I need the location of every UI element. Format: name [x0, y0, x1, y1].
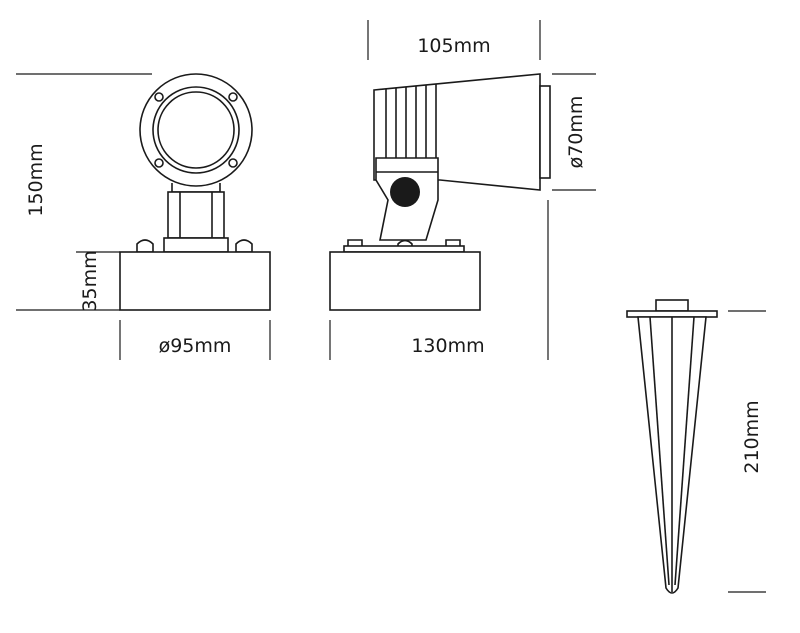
front-view: [119, 73, 271, 311]
label-head-diameter: ø70mm: [565, 96, 587, 169]
front-bolt-left: [136, 239, 154, 253]
spike-nut: [655, 299, 689, 312]
front-screw-bottom-right: [228, 158, 238, 168]
label-base-diameter: ø95mm: [159, 335, 232, 357]
side-base: [329, 251, 481, 311]
spike-fin-right: [674, 316, 695, 586]
side-view: [329, 73, 551, 311]
side-pivot-knob: [390, 177, 420, 207]
side-lens-cap: [539, 85, 551, 179]
spike-plate: [626, 310, 718, 318]
label-base-height: 35mm: [79, 250, 101, 311]
front-head-lens: [157, 91, 235, 169]
label-overall-height: 150mm: [25, 143, 47, 216]
dimension-lines: [16, 20, 766, 593]
label-head-length: 105mm: [417, 35, 490, 57]
front-screw-top-left: [154, 92, 164, 102]
label-spike-length: 210mm: [741, 400, 763, 473]
ground-spike: [626, 299, 718, 594]
front-head-outer-ring: [139, 73, 253, 187]
front-stem: [167, 191, 225, 239]
side-base-plate: [343, 245, 465, 253]
front-head-lens-ring: [152, 86, 240, 174]
spike-fin-left: [649, 316, 670, 586]
front-screw-bottom-left: [154, 158, 164, 168]
label-total-length: 130mm: [411, 335, 484, 357]
front-base: [119, 251, 271, 311]
front-stem-foot: [163, 237, 229, 253]
front-bolt-right: [235, 239, 253, 253]
front-screw-top-right: [228, 92, 238, 102]
